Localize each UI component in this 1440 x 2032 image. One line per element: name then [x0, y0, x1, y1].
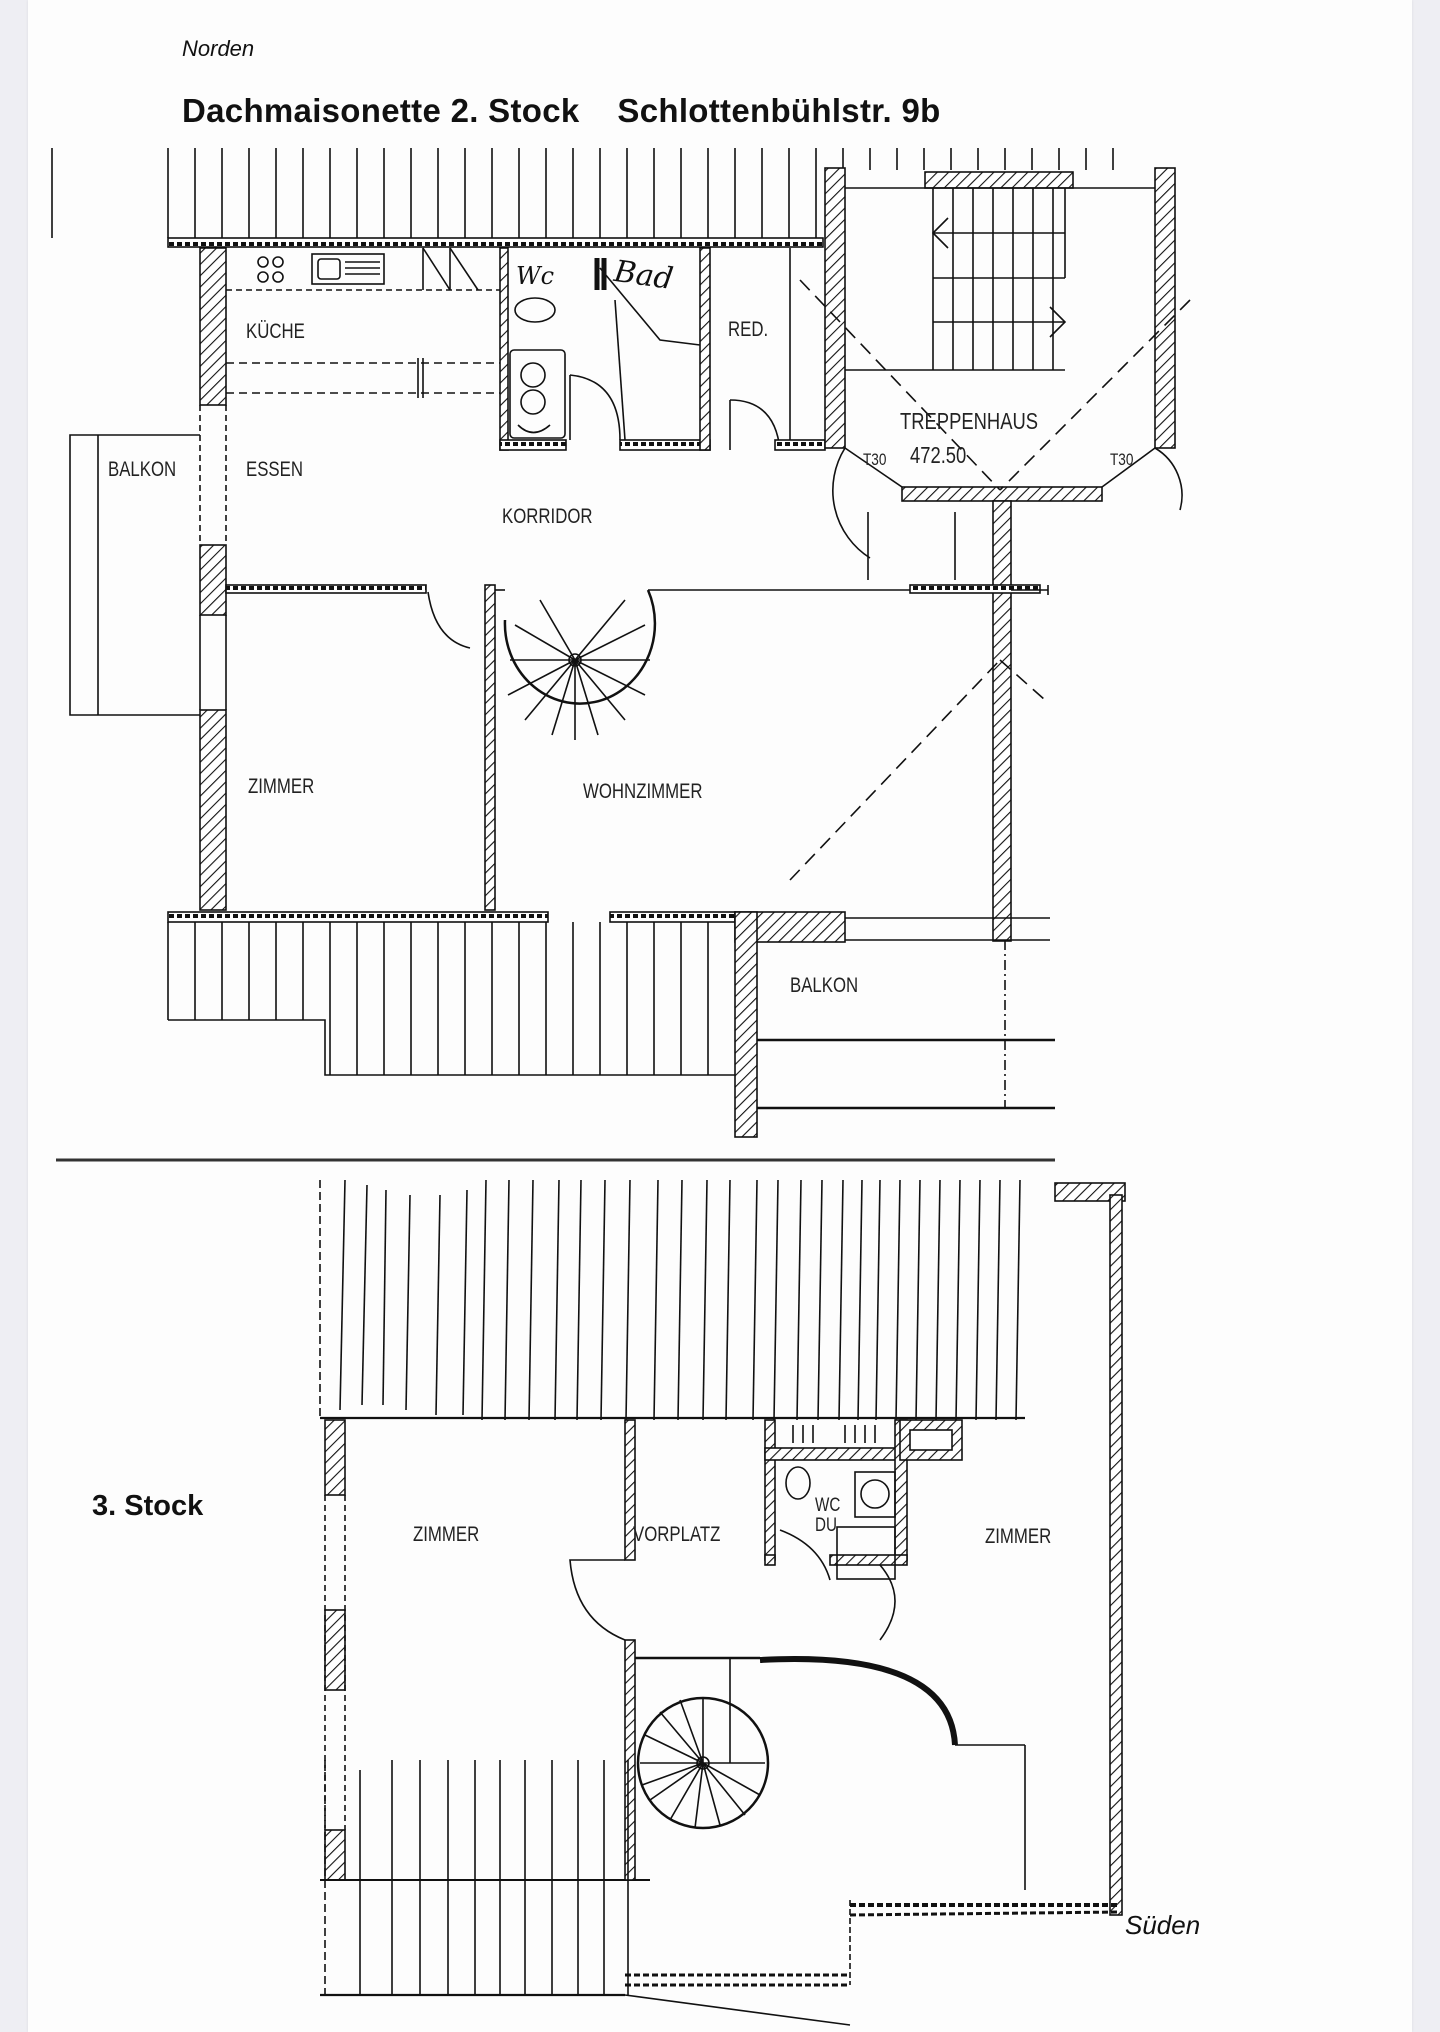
- orientation-south-label: Süden: [1125, 1910, 1201, 1940]
- room-label-wc-handwritten: Wc: [516, 262, 555, 290]
- spiral-stair-3f: [636, 1658, 770, 1830]
- room-label-kueche: KÜCHE: [246, 320, 305, 343]
- roof-slats-3f-top: [319, 1179, 1025, 1421]
- room-label-zimmer-3f-east: ZIMMER: [985, 1525, 1052, 1548]
- door-rating-right: T30: [1110, 450, 1134, 469]
- room-label-wc-3f: WC: [815, 1495, 841, 1516]
- room-label-korridor: KORRIDOR: [502, 505, 593, 528]
- room-label-zimmer-2f: ZIMMER: [248, 775, 315, 798]
- floor-3-label: 3. Stock: [92, 1490, 204, 1522]
- room-label-du: DU: [815, 1515, 837, 1536]
- room-label-balkon-west: BALKON: [108, 458, 177, 481]
- room-label-reduit: RED.: [728, 318, 769, 341]
- roof-slats-top: [51, 148, 1114, 238]
- orientation-north-label: Norden: [182, 36, 255, 61]
- room-label-vorplatz: VORPLATZ: [633, 1523, 721, 1546]
- room-label-balkon-south: BALKON: [790, 974, 859, 997]
- room-label-treppenhaus: TREPPENHAUS: [900, 408, 1039, 434]
- room-label-zimmer-3f-west: ZIMMER: [413, 1523, 480, 1546]
- room-label-essen: ESSEN: [246, 458, 303, 481]
- floor-plan-drawing: [51, 148, 1191, 2026]
- floor-plan-page: Norden Dachmaisonette 2. Stock Schlotten…: [28, 0, 1412, 2032]
- treppenhaus-level: 472.50: [910, 442, 967, 468]
- room-label-wohnzimmer: WOHNZIMMER: [583, 780, 703, 803]
- spiral-stair-2f: [503, 589, 657, 740]
- door-rating-left: T30: [863, 450, 887, 469]
- page-title: Dachmaisonette 2. Stock Schlottenbühlstr…: [182, 92, 941, 129]
